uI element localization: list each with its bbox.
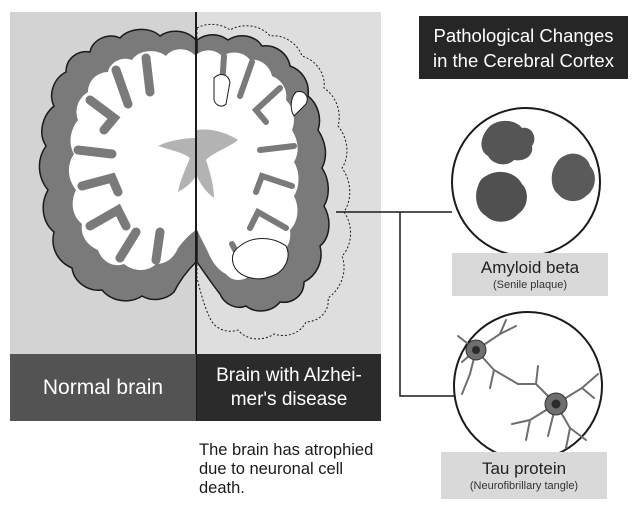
tau-detail: (Neurofibrillary tangle) bbox=[470, 479, 578, 493]
note-line2: due to neuronal cell bbox=[199, 460, 429, 479]
pathology-title: Pathological Changes in the Cerebral Cor… bbox=[419, 16, 628, 79]
amyloid-name: Amyloid beta bbox=[481, 258, 579, 278]
atrophy-note: The brain has atrophied due to neuronal … bbox=[199, 441, 429, 506]
tau-tangle-circle bbox=[454, 312, 602, 460]
note-line3: death. bbox=[199, 479, 429, 498]
alzheimers-label-line2: mer's disease bbox=[231, 388, 348, 412]
title-line1: Pathological Changes bbox=[434, 23, 614, 48]
amyloid-detail: (Senile plaque) bbox=[493, 278, 567, 292]
tau-name: Tau protein bbox=[482, 459, 566, 479]
title-line2: in the Cerebral Cortex bbox=[433, 48, 614, 73]
neuron-nucleus bbox=[552, 400, 561, 409]
alzheimers-brain-label: Brain with Alzhei- mer's disease bbox=[197, 354, 381, 421]
normal-brain-text: Normal brain bbox=[43, 376, 163, 400]
alzheimers-label-line1: Brain with Alzhei- bbox=[216, 364, 362, 388]
neuron-nucleus bbox=[472, 346, 480, 354]
amyloid-caption: Amyloid beta (Senile plaque) bbox=[452, 253, 608, 296]
note-line1: The brain has atrophied bbox=[199, 441, 429, 460]
tau-caption: Tau protein (Neurofibrillary tangle) bbox=[441, 452, 607, 499]
normal-brain-label: Normal brain bbox=[10, 354, 196, 421]
amyloid-plaque-circle bbox=[452, 108, 600, 256]
